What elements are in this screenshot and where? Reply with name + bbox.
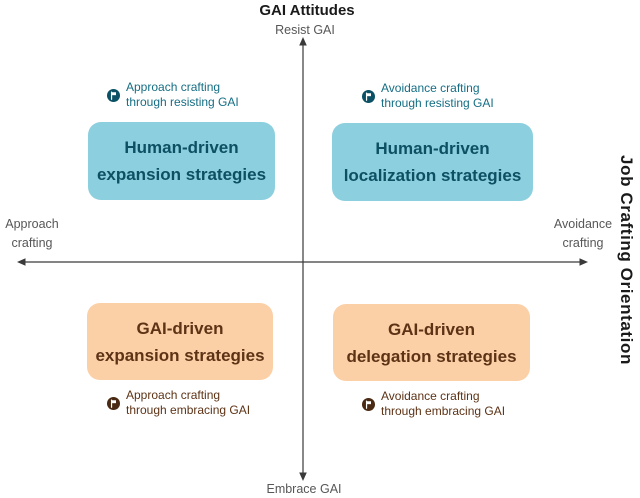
note-line2: through resisting GAI — [126, 95, 239, 109]
axis-label-approach-crafting: Approach crafting — [0, 215, 64, 253]
horizontal-axis-arrowhead-right — [579, 258, 588, 266]
note-line1: Avoidance crafting — [381, 389, 480, 403]
flag-icon — [107, 396, 120, 410]
figure-title: GAI Attitudes — [259, 2, 355, 19]
flag-icon — [362, 89, 375, 103]
box-gai-driven-delegation: GAI-driven delegation strategies — [333, 304, 530, 381]
box-human-driven-expansion: Human-driven expansion strategies — [88, 122, 275, 200]
box-label-line1: Human-driven — [375, 139, 490, 158]
flag-icon — [107, 88, 120, 102]
axis-label-avoidance-line2: crafting — [562, 236, 604, 250]
note-line1: Approach crafting — [126, 388, 221, 402]
note-approach-embracing: Approach crafting through embracing GAI — [107, 388, 250, 418]
axis-label-avoidance-crafting: Avoidance crafting — [549, 215, 617, 253]
note-avoidance-resisting: Avoidance crafting through resisting GAI — [362, 81, 494, 111]
axis-label-resist-gai: Resist GAI — [275, 23, 335, 37]
axis-label-avoidance-line1: Avoidance — [553, 217, 613, 231]
note-line2: through resisting GAI — [381, 96, 494, 110]
axis-label-embrace-gai: Embrace GAI — [266, 482, 342, 496]
vertical-axis-arrowhead-top — [299, 37, 307, 46]
axis-label-approach-line2: crafting — [11, 236, 53, 250]
note-line1: Avoidance crafting — [381, 81, 480, 95]
axis-label-approach-line1: Approach — [5, 217, 59, 231]
note-avoidance-embracing: Avoidance crafting through embracing GAI — [362, 389, 505, 419]
note-text: Avoidance crafting through resisting GAI — [381, 81, 494, 111]
box-label-line2: delegation strategies — [346, 346, 517, 366]
axis-title-job-crafting-orientation: Job Crafting Orientation — [617, 155, 636, 365]
box-human-driven-localization: Human-driven localization strategies — [332, 123, 533, 201]
box-gai-driven-expansion: GAI-driven expansion strategies — [87, 303, 273, 380]
box-label-line2: localization strategies — [343, 166, 522, 185]
note-line2: through embracing GAI — [126, 403, 251, 417]
note-text: Avoidance crafting through embracing GAI — [381, 389, 505, 419]
note-line2: through embracing GAI — [381, 404, 506, 418]
note-text: Approach crafting through embracing GAI — [126, 388, 250, 418]
vertical-axis-arrowhead-bottom — [299, 472, 307, 481]
box-label-line2: expansion strategies — [95, 345, 265, 365]
box-label-line1: GAI-driven — [136, 318, 224, 338]
box-label-line2: expansion strategies — [96, 165, 267, 184]
note-approach-resisting: Approach crafting through resisting GAI — [107, 80, 239, 110]
box-label-line1: GAI-driven — [388, 319, 475, 339]
horizontal-axis-arrowhead-left — [17, 258, 26, 266]
flag-icon — [362, 397, 375, 411]
note-line1: Approach crafting — [126, 80, 221, 94]
box-label-line1: Human-driven — [124, 138, 239, 157]
note-text: Approach crafting through resisting GAI — [126, 80, 239, 110]
